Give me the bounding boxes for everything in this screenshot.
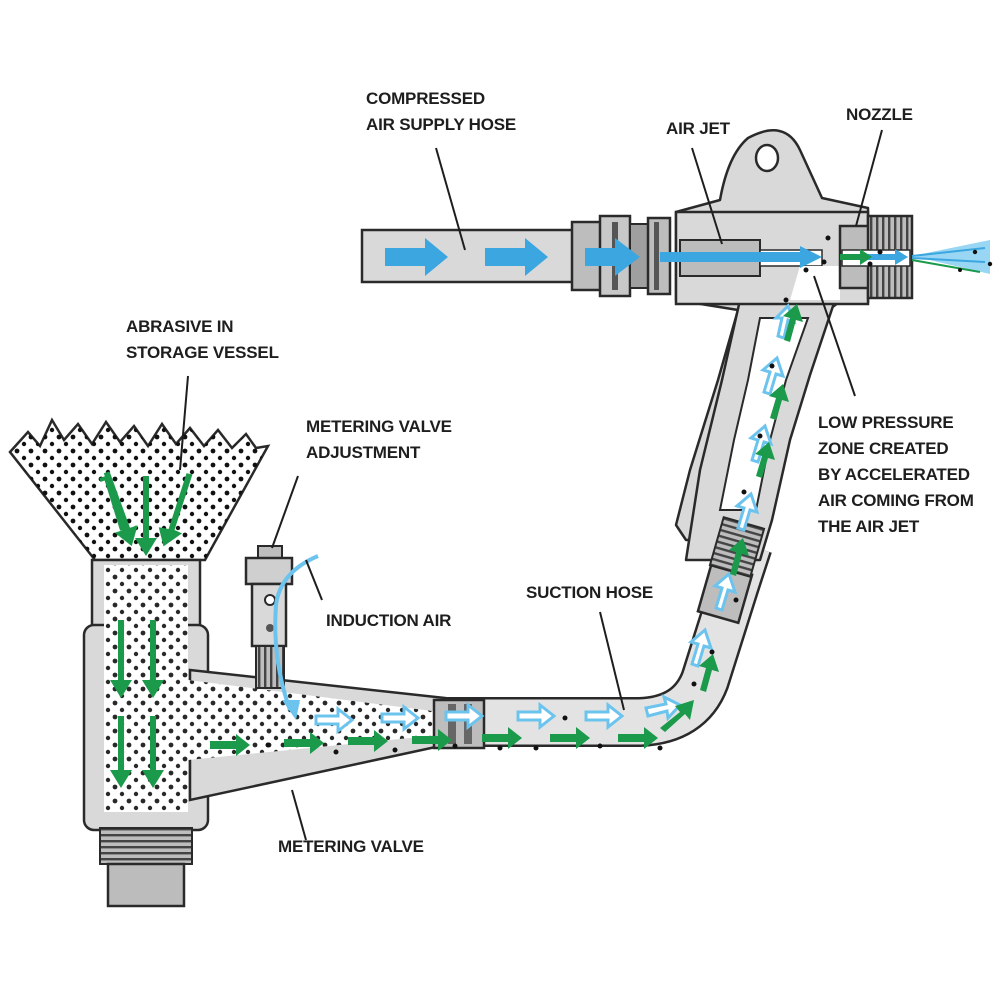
leader-lines <box>179 129 883 841</box>
metering-valve-body <box>82 558 447 908</box>
label-line: BY ACCELERATED <box>818 465 970 484</box>
label-metering-valve: METERING VALVE <box>278 834 424 860</box>
label-line: ABRASIVE IN <box>126 317 234 336</box>
label-line: INDUCTION AIR <box>326 611 452 630</box>
label-line: COMPRESSED <box>366 89 485 108</box>
label-line: METERING VALVE <box>306 417 452 436</box>
abrasive-particles <box>265 235 883 755</box>
label-nozzle: NOZZLE <box>846 102 913 128</box>
label-line: ZONE CREATED <box>818 439 949 458</box>
abrasive-spray <box>911 240 993 274</box>
label-suction-hose: SUCTION HOSE <box>526 580 653 606</box>
label-line: AIR COMING FROM <box>818 491 974 510</box>
label-low-pressure-zone: LOW PRESSURE ZONE CREATED BY ACCELERATED… <box>818 410 974 540</box>
label-line: METERING VALVE <box>278 837 424 856</box>
compressed-air-arrows <box>385 238 908 276</box>
label-line: SUCTION HOSE <box>526 583 654 602</box>
label-line: AIR JET <box>666 119 730 138</box>
label-induction-air: INDUCTION AIR <box>326 608 451 634</box>
label-metering-valve-adjustment: METERING VALVE ADJUSTMENT <box>306 414 452 466</box>
label-line: NOZZLE <box>846 105 913 124</box>
label-line: LOW PRESSURE <box>818 413 954 432</box>
metering-valve-adjustment-knob <box>244 545 294 689</box>
label-line: STORAGE VESSEL <box>126 343 279 362</box>
label-line: AIR SUPPLY HOSE <box>366 115 517 134</box>
abrasive-flow-arrows <box>99 249 872 788</box>
label-line: ADJUSTMENT <box>306 443 421 462</box>
label-abrasive-in-storage-vessel: ABRASIVE IN STORAGE VESSEL <box>126 314 279 366</box>
label-air-jet: AIR JET <box>666 116 730 142</box>
label-line: THE AIR JET <box>818 517 920 536</box>
storage-vessel <box>8 417 271 562</box>
label-compressed-air-supply-hose: COMPRESSED AIR SUPPLY HOSE <box>366 86 516 138</box>
